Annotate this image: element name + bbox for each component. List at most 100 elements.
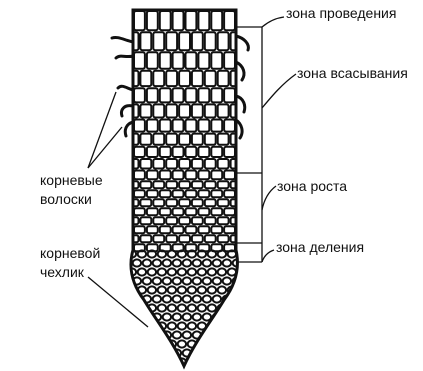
leader-root-hair-2 [88, 127, 122, 168]
cell [147, 190, 158, 197]
cap-cell [198, 304, 206, 311]
cell [243, 199, 254, 206]
cell [186, 226, 197, 233]
cell [173, 120, 184, 132]
cell [160, 171, 171, 180]
cap-cell [208, 304, 216, 311]
cap-cell [238, 358, 246, 365]
cell [198, 147, 209, 157]
cell [147, 171, 158, 180]
cell [192, 217, 203, 224]
cell [237, 190, 248, 197]
cell [134, 171, 145, 180]
leader-root-hair-1 [88, 92, 116, 168]
cell [160, 208, 171, 215]
cap-cell [163, 349, 171, 356]
cap-cell [208, 268, 216, 275]
cell [179, 235, 190, 242]
cell [218, 235, 229, 242]
cell [205, 159, 216, 169]
cell [147, 11, 158, 30]
cell [224, 120, 235, 132]
cap-cell [173, 367, 181, 371]
cell [179, 159, 190, 169]
cell [243, 217, 254, 224]
cell [179, 104, 190, 117]
cell [224, 11, 235, 30]
cell [179, 134, 190, 145]
cap-cell [213, 349, 221, 356]
cell [198, 120, 209, 132]
cell [218, 217, 229, 224]
cap-cell [188, 268, 196, 275]
cap-cell [153, 349, 161, 356]
cap-cell [218, 340, 226, 347]
root-hair [236, 36, 248, 50]
cap-cell [223, 331, 231, 338]
root-hair [118, 86, 133, 90]
cell [160, 52, 171, 69]
cap-cell [143, 313, 151, 320]
cell [218, 181, 229, 188]
cell [211, 147, 222, 157]
cell [134, 226, 145, 233]
cell [121, 244, 132, 251]
cell [147, 208, 158, 215]
label-root-hairs-2: волоски [40, 191, 92, 207]
label-root-cap-2: чехлик [40, 264, 85, 280]
cell [121, 52, 132, 69]
cell [160, 226, 171, 233]
cell [140, 71, 151, 86]
cap-cell [233, 313, 241, 320]
cap-cell [228, 340, 236, 347]
cell [192, 71, 203, 86]
cell [160, 190, 171, 197]
cell [198, 88, 209, 102]
cell [205, 235, 216, 242]
cap-cell [163, 313, 171, 320]
cell [121, 11, 132, 30]
cell [186, 208, 197, 215]
cell [186, 190, 197, 197]
cap-cell [178, 286, 186, 293]
cell [211, 226, 222, 233]
cap-cell [238, 304, 246, 311]
cap-cell [133, 349, 141, 356]
cap-cell [238, 268, 246, 275]
cell [166, 199, 177, 206]
cell [186, 52, 197, 69]
cap-cell [148, 286, 156, 293]
cap-cell [223, 367, 231, 371]
cap-cell [188, 286, 196, 293]
label-division-zone: зона деления [276, 239, 364, 255]
cap-cell [213, 331, 221, 338]
cell [147, 88, 158, 102]
cell [192, 181, 203, 188]
cap-cell [173, 295, 181, 302]
cap-cell [148, 358, 156, 365]
cell [198, 52, 209, 69]
label-absorption-zone: зона всасывания [297, 65, 408, 81]
cap-cell [238, 286, 246, 293]
cap-cell [203, 295, 211, 302]
cap-cell [228, 304, 236, 311]
cell [153, 217, 164, 224]
cell [237, 147, 248, 157]
cap-cell [133, 367, 141, 371]
leader-division [262, 250, 274, 262]
cell [173, 88, 184, 102]
cell [243, 134, 254, 145]
cap-cell [208, 286, 216, 293]
cell [218, 71, 229, 86]
cell [134, 11, 145, 30]
cell [179, 199, 190, 206]
cap-cell [173, 277, 181, 284]
cap-cell [218, 286, 226, 293]
cap-cell [163, 295, 171, 302]
cap-cell [168, 268, 176, 275]
cell [198, 11, 209, 30]
cell [160, 120, 171, 132]
cell [121, 171, 132, 180]
cell [153, 71, 164, 86]
cap-cell [208, 358, 216, 365]
